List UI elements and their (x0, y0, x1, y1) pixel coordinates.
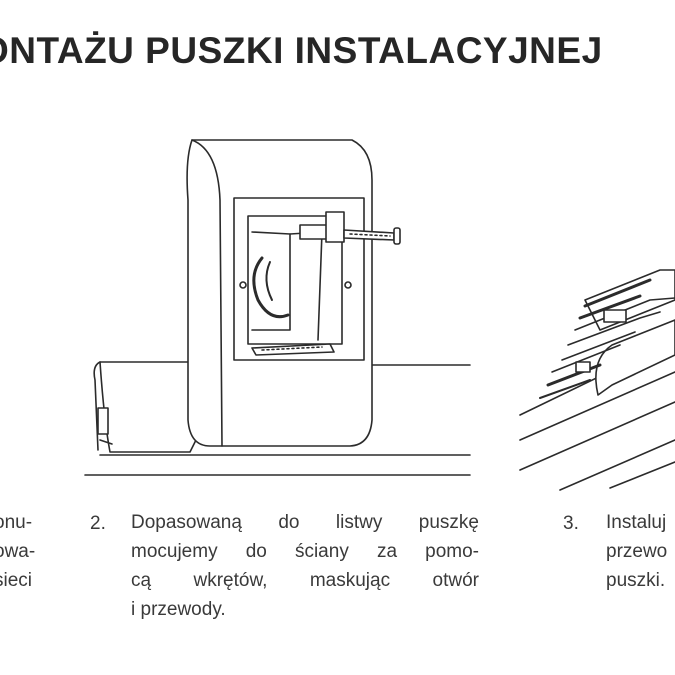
step-2-line: cą wkrętów, maskując otwór (131, 570, 479, 591)
step-1-line: sieci (0, 570, 33, 591)
step-1-line: onu- (0, 512, 33, 533)
page-title: ONTAŻU PUSZKI INSTALACYJNEJ (0, 30, 603, 71)
step-2-line: i przewody. (131, 599, 226, 620)
step-2-number: 2. (90, 513, 106, 534)
step-3-line: puszki. (606, 570, 666, 591)
step-3-line: przewo (606, 541, 668, 562)
step-2-text: Dopasowaną do listwy puszkę mocujemy do … (131, 508, 479, 624)
step-1-line: owa- (0, 541, 36, 562)
step-2-line: Dopasowaną do listwy puszkę (131, 512, 479, 533)
step-2-line: mocujemy do ściany za pomo- (131, 541, 479, 562)
step-3-illustration (519, 269, 675, 491)
step-2-illustration (84, 139, 471, 476)
step-3-number: 3. (563, 513, 579, 534)
step-3-line: Instaluj (606, 512, 667, 533)
installation-illustrations (84, 139, 675, 491)
step-1-text: onu- owa- sieci (0, 508, 44, 595)
step-3-text: Instaluj przewo puszki. (606, 508, 675, 595)
